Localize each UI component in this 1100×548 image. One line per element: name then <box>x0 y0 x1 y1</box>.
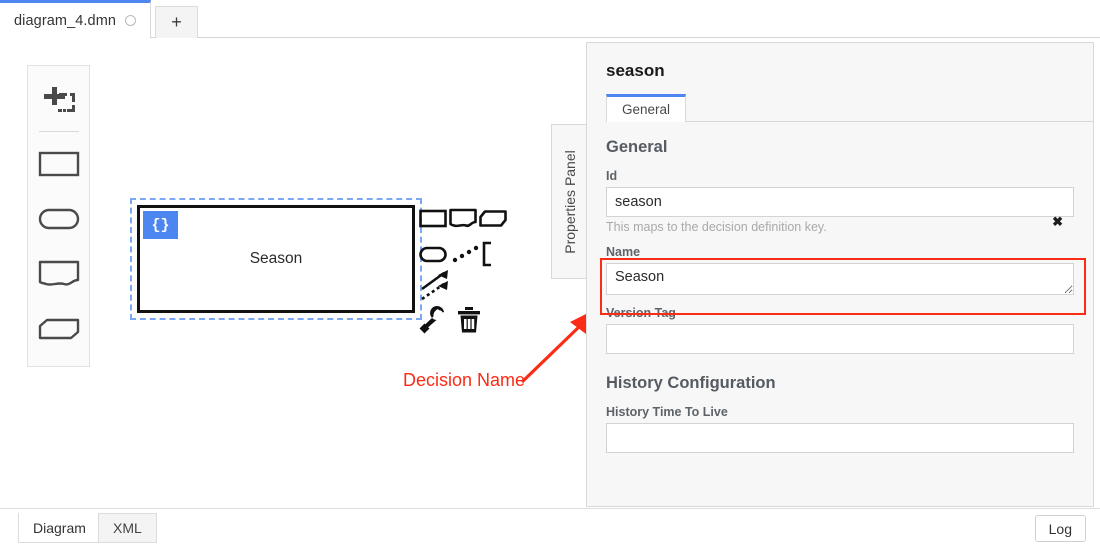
context-pad-append-knowledge-source[interactable] <box>448 203 478 233</box>
id-input[interactable] <box>606 187 1074 217</box>
expression-badge-icon[interactable]: {} <box>143 211 178 239</box>
properties-panel-body: General Id ✖ This maps to the decision d… <box>587 122 1093 453</box>
bottom-tab-xml-label: XML <box>113 520 142 536</box>
log-button-label: Log <box>1048 520 1072 537</box>
palette-item-knowledge-source[interactable] <box>27 246 90 301</box>
decision-rectangle-icon <box>419 209 447 227</box>
business-knowledge-model-icon <box>479 209 507 227</box>
field-version-tag: Version Tag <box>606 306 1074 354</box>
context-pad-append-input-data[interactable] <box>418 239 448 269</box>
bottom-tab-xml[interactable]: XML <box>98 513 157 543</box>
properties-panel: season General General Id ✖ This maps to… <box>586 42 1094 507</box>
properties-panel-toggle-tab[interactable]: Properties Panel <box>551 124 587 279</box>
field-id-label: Id <box>606 169 618 183</box>
add-tab-label: + <box>171 12 182 32</box>
bottom-tab-diagram[interactable]: Diagram <box>18 513 101 543</box>
palette-item-decision[interactable] <box>27 136 90 191</box>
field-history-time-to-live: History Time To Live <box>606 405 1074 453</box>
editor-tab-bar: diagram_4.dmn + <box>0 0 1100 38</box>
bottom-bar: Diagram XML Log <box>0 508 1100 548</box>
business-knowledge-model-icon <box>38 318 79 339</box>
decision-shape-season[interactable]: {} Season <box>137 205 415 313</box>
properties-panel-tabstrip: General <box>606 93 1093 122</box>
wrench-icon <box>419 306 444 334</box>
element-palette <box>27 65 90 367</box>
clear-id-icon[interactable]: ✖ <box>1052 214 1063 229</box>
field-id: Id ✖ This maps to the decision definitio… <box>606 169 1074 234</box>
decision-rectangle-icon <box>38 151 79 176</box>
group-heading-history-configuration: History Configuration <box>606 374 776 392</box>
properties-panel-title: season <box>606 61 665 80</box>
annotation-decision-name-label: Decision Name <box>403 370 526 390</box>
properties-panel-toggle-label: Properties Panel <box>561 149 578 254</box>
palette-divider <box>38 131 79 132</box>
lasso-tool-icon <box>43 86 75 112</box>
field-id-hint: This maps to the decision definition key… <box>606 220 827 234</box>
palette-item-business-knowledge-model[interactable] <box>27 301 90 356</box>
context-pad-append-text-annotation[interactable] <box>451 239 495 269</box>
field-name: Name <box>606 245 1074 295</box>
input-data-stadium-icon <box>419 246 447 262</box>
context-pad-connect[interactable] <box>418 269 464 305</box>
palette-item-lasso-tool[interactable] <box>27 74 90 129</box>
name-textarea[interactable] <box>606 263 1074 295</box>
tab-general-label: General <box>622 102 671 117</box>
bottom-tab-diagram-label: Diagram <box>33 519 86 536</box>
decision-shape-label: Season <box>249 250 303 267</box>
context-pad-append-business-knowledge-model[interactable] <box>478 203 508 233</box>
palette-item-input-data[interactable] <box>27 191 90 246</box>
field-name-label: Name <box>606 245 641 259</box>
knowledge-source-icon <box>449 208 477 227</box>
history-time-to-live-input[interactable] <box>606 423 1074 453</box>
context-pad-change-type[interactable] <box>418 305 448 335</box>
field-history-time-to-live-label: History Time To Live <box>606 405 728 419</box>
tab-general[interactable]: General <box>606 94 687 122</box>
log-button[interactable]: Log <box>1034 515 1086 542</box>
context-pad-delete[interactable] <box>454 305 484 335</box>
add-tab-button[interactable]: + <box>155 6 198 38</box>
file-tab-diagram4[interactable]: diagram_4.dmn <box>0 0 152 38</box>
connect-arrow-icon <box>421 270 448 301</box>
text-annotation-icon <box>452 241 491 267</box>
trash-icon <box>458 307 480 333</box>
knowledge-source-icon <box>38 260 79 286</box>
field-version-tag-label: Version Tag <box>606 306 676 320</box>
group-heading-general: General <box>606 138 668 156</box>
unsaved-indicator-icon[interactable] <box>125 15 137 26</box>
file-tab-label: diagram_4.dmn <box>14 12 117 29</box>
input-data-stadium-icon <box>38 208 79 229</box>
version-tag-input[interactable] <box>606 324 1074 354</box>
context-pad <box>418 203 524 338</box>
context-pad-append-decision[interactable] <box>418 203 448 233</box>
